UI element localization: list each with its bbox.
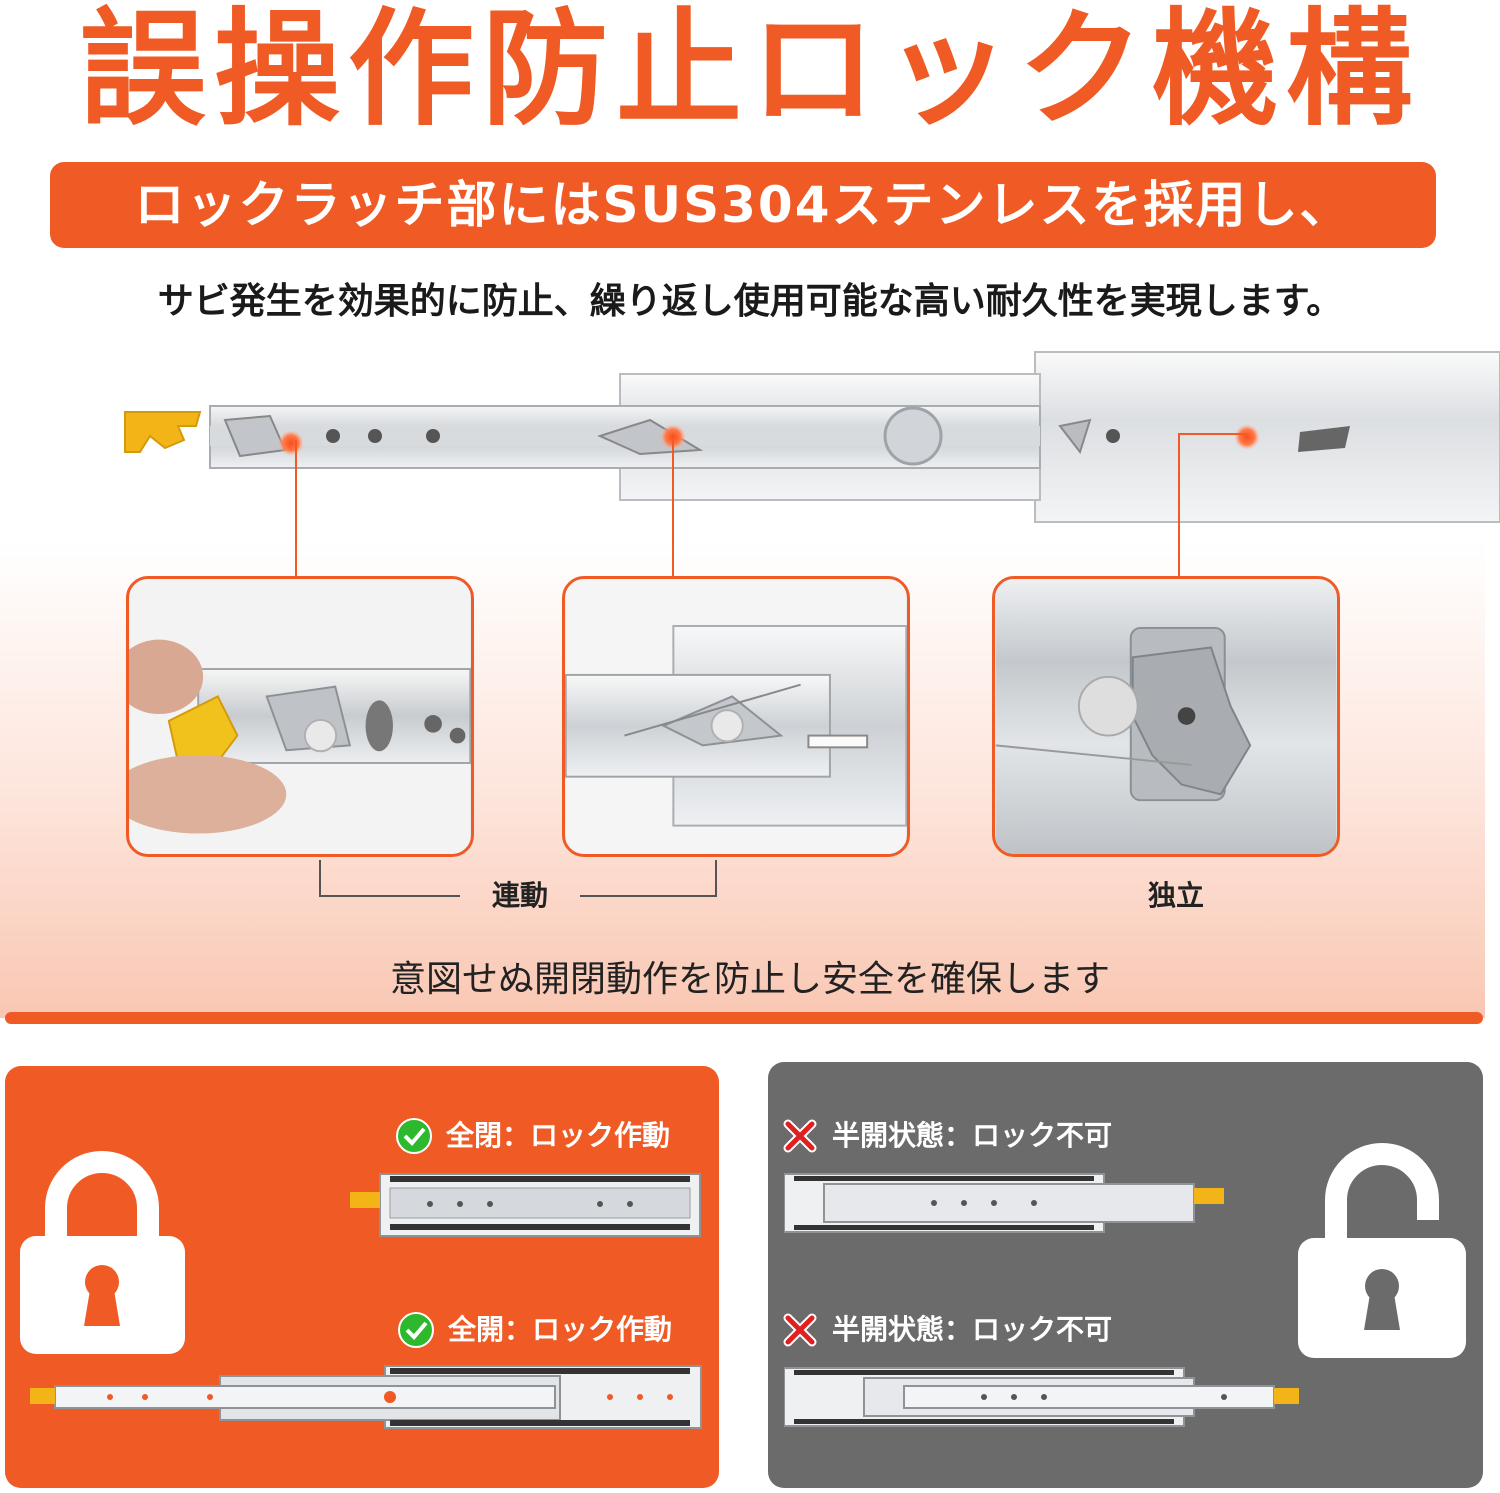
lock-open-icon <box>1298 1143 1466 1358</box>
status-fully-open: 全開：ロック作動 <box>398 1308 672 1352</box>
check-circle-icon <box>398 1312 434 1348</box>
page-title: 誤操作防止ロック機構 <box>80 0 1420 143</box>
detail-photo-linked-latch <box>562 576 910 857</box>
status-half-open-2: 半開状態：ロック不可 <box>782 1308 1112 1352</box>
diagram-divider <box>5 1012 1483 1024</box>
status-half-open-1: 半開状態：ロック不可 <box>782 1114 1112 1158</box>
status-fully-closed: 全閉：ロック作動 <box>396 1114 670 1158</box>
status-fully-closed-label: 全閉：ロック作動 <box>446 1119 671 1152</box>
headline-banner: ロックラッチ部にはSUS304ステンレスを採用し、 <box>50 162 1436 248</box>
check-circle-icon <box>396 1118 432 1154</box>
x-mark-icon <box>783 1119 817 1153</box>
detail-photo-independent-latch <box>992 576 1340 857</box>
slide-rail-illustration <box>124 351 1500 523</box>
label-linked: 連動 <box>491 879 548 912</box>
feature-description: サビ発生を効果的に防止、繰り返し使用可能な高い耐久性を実現します。 <box>157 281 1343 322</box>
status-fully-open-label: 全開：ロック作動 <box>448 1313 673 1346</box>
lock-closed-icon <box>20 1151 185 1354</box>
safety-caption: 意図せぬ開閉動作を防止し安全を確保します <box>389 959 1110 1000</box>
label-independent: 独立 <box>1147 879 1204 912</box>
x-mark-icon <box>783 1313 817 1347</box>
detail-photo-finger-release <box>126 576 474 857</box>
status-half-open-2-label: 半開状態：ロック不可 <box>832 1313 1113 1346</box>
status-half-open-1-label: 半開状態：ロック不可 <box>832 1119 1113 1152</box>
